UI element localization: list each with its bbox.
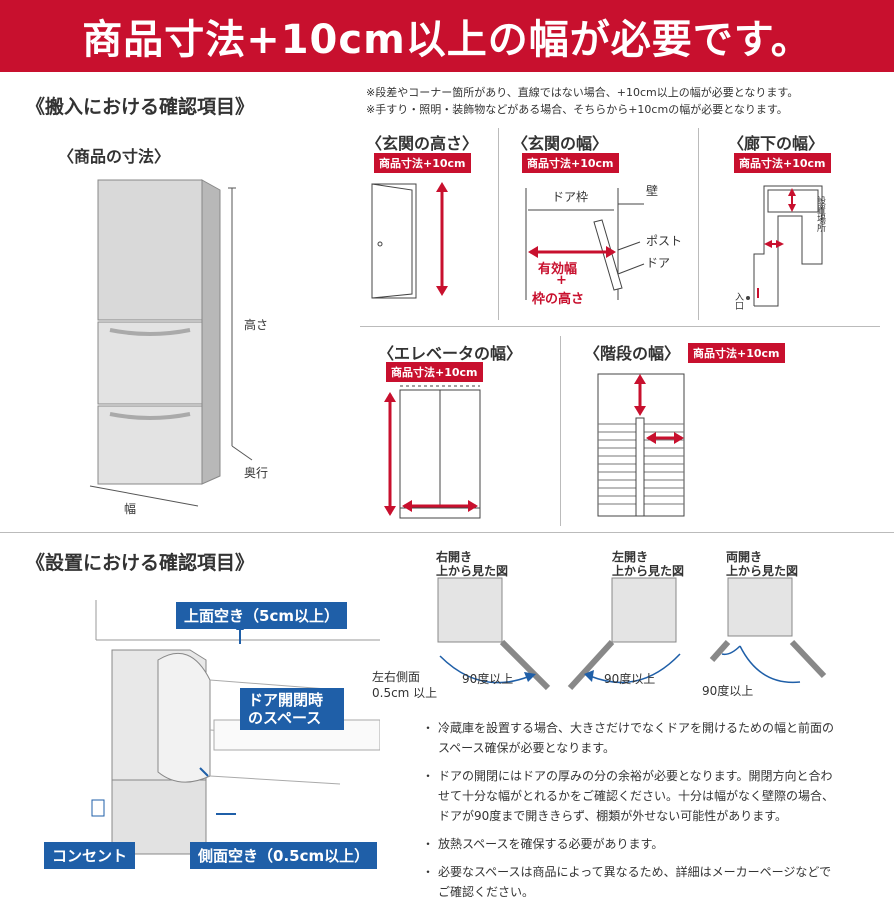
size-tag: 商品寸法+10cm bbox=[688, 343, 785, 363]
both-open-view-label: 上から見た図 bbox=[726, 564, 799, 578]
depth-label: 奥行 bbox=[244, 466, 269, 480]
door-frame-label: ドア枠 bbox=[552, 190, 589, 204]
door-space-label: ドア開閉時のスペース bbox=[240, 688, 344, 730]
note-2: ※手すり・照明・装飾物などがある場合、そちらから+10cmの幅が必要となります。 bbox=[366, 103, 788, 116]
banner-title: 商品寸法+10cm以上の幅が必要です。 bbox=[0, 0, 894, 72]
angle-label-right: 90度以上 bbox=[462, 672, 514, 686]
divider bbox=[360, 326, 880, 327]
section-divider bbox=[0, 532, 894, 533]
entrance-width-illustration bbox=[525, 188, 645, 300]
install-illustration bbox=[91, 600, 380, 855]
width-label: 幅 bbox=[124, 502, 137, 516]
left-open-label: 左開き bbox=[612, 550, 649, 564]
wall-label: 壁 bbox=[646, 184, 659, 198]
frame-height-label: 枠の高さ bbox=[532, 292, 585, 307]
install-title: 《設置における確認項目》 bbox=[26, 552, 255, 574]
entrance-height-title: 〈玄関の高さ〉 bbox=[366, 134, 479, 153]
effective-width-label: 有効幅 bbox=[538, 262, 578, 277]
outlet-label: コンセント bbox=[44, 842, 136, 869]
stairs-width-title: 〈階段の幅〉 bbox=[584, 344, 681, 363]
list-item: 必要なスペースは商品によって異なるため、詳細はメーカーページなどでご確認ください… bbox=[422, 862, 834, 902]
size-tag: 商品寸法+10cm bbox=[374, 153, 471, 173]
plus-label: + bbox=[556, 273, 567, 288]
elevator-illustration bbox=[384, 385, 481, 519]
divider bbox=[698, 128, 699, 320]
fridge-illustration bbox=[89, 179, 253, 507]
stairs-illustration bbox=[597, 373, 685, 517]
list-item: ドアの開閉にはドアの厚みの分の余裕が必要となります。開閉方向と合わせて十分な幅が… bbox=[422, 766, 834, 826]
top-space-label: 上面空き（5cm以上） bbox=[176, 602, 347, 629]
side-clearance-label-2: 0.5cm 以上 bbox=[372, 686, 438, 700]
size-tag: 商品寸法+10cm bbox=[386, 362, 483, 382]
entrance-width-title: 〈玄関の幅〉 bbox=[512, 134, 609, 153]
size-tag: 商品寸法+10cm bbox=[522, 153, 619, 173]
door-label: ドア bbox=[646, 256, 671, 270]
note-1: ※段差やコーナー箇所があり、直線ではない場合、+10cm以上の幅が必要となります… bbox=[366, 86, 799, 99]
right-open-view-label: 上から見た図 bbox=[436, 564, 509, 578]
size-tag: 商品寸法+10cm bbox=[734, 153, 831, 173]
elevator-width-title: 〈エレベータの幅〉 bbox=[378, 344, 523, 363]
side-clearance-label-1: 左右側面 bbox=[372, 670, 421, 684]
height-label: 高さ bbox=[244, 318, 269, 332]
right-open-topview bbox=[437, 577, 551, 691]
hallway-width-title: 〈廊下の幅〉 bbox=[728, 134, 825, 153]
divider bbox=[498, 128, 499, 320]
angle-label-left: 90度以上 bbox=[604, 672, 656, 686]
list-item: 放熱スペースを確保する必要があります。 bbox=[422, 834, 834, 854]
product-dims-title: 〈商品の寸法〉 bbox=[58, 147, 171, 166]
left-open-topview bbox=[567, 577, 681, 691]
side-space-label: 側面空き（0.5cm以上） bbox=[190, 842, 378, 869]
entrance-label: 入口 bbox=[733, 292, 743, 310]
install-place-label: 設置場所 bbox=[815, 196, 825, 232]
left-open-view-label: 上から見た図 bbox=[612, 564, 685, 578]
hallway-illustration bbox=[746, 185, 823, 307]
list-item: 冷蔵庫を設置する場合、大きさだけでなくドアを開けるための幅と前面のスペース確保が… bbox=[422, 718, 834, 758]
install-notes-list: 冷蔵庫を設置する場合、大きさだけでなくドアを開けるための幅と前面のスペース確保が… bbox=[422, 718, 834, 910]
carry-in-title: 《搬入における確認項目》 bbox=[26, 96, 255, 118]
right-open-label: 右開き bbox=[436, 550, 473, 564]
divider bbox=[560, 336, 561, 526]
both-open-label: 両開き bbox=[726, 550, 763, 564]
post-label: ポスト bbox=[646, 234, 683, 248]
entrance-door-illustration bbox=[371, 182, 448, 299]
both-open-topview bbox=[709, 577, 827, 684]
angle-label-both: 90度以上 bbox=[702, 684, 754, 698]
